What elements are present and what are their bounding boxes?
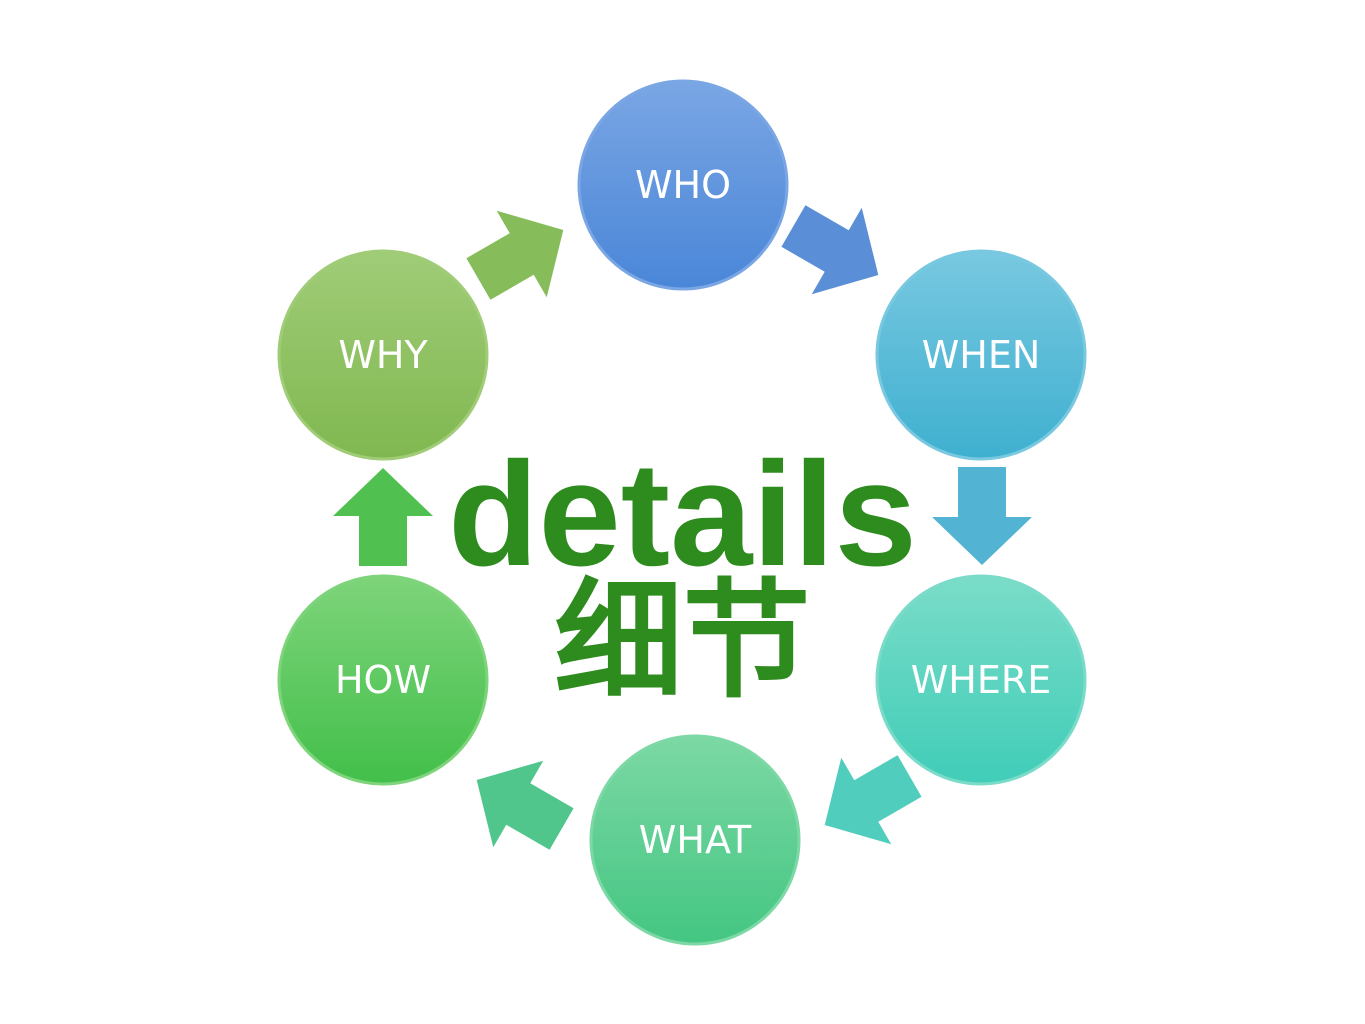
center-title: details [448,432,917,597]
node-circle [875,574,1087,786]
arrow-what-to-how-icon [476,760,574,850]
node-label: HOW [335,658,431,702]
center-title-chinese: 细节 [554,567,811,716]
node-who: WHO [577,79,789,291]
arrow-who-to-when-icon [781,205,879,295]
node-circle [577,79,789,291]
arrow-when-to-where-icon [932,467,1032,565]
arrow-how-to-why-icon [333,468,433,566]
arrow-where-to-what-icon [824,755,922,845]
node-circle [277,249,489,461]
node-circle [875,249,1087,461]
node-label: WHEN [922,333,1041,377]
node-label: WHAT [639,818,752,862]
node-circle [277,574,489,786]
node-label: WHERE [911,658,1052,702]
node-circle [589,734,801,946]
node-when: WHEN [875,249,1087,461]
node-where: WHERE [875,574,1087,786]
node-what: WHAT [589,734,801,946]
node-label: WHO [635,163,731,207]
node-how: HOW [277,574,489,786]
node-label: WHY [338,333,428,377]
arrow-why-to-who-icon [466,210,564,300]
node-why: WHY [277,249,489,461]
